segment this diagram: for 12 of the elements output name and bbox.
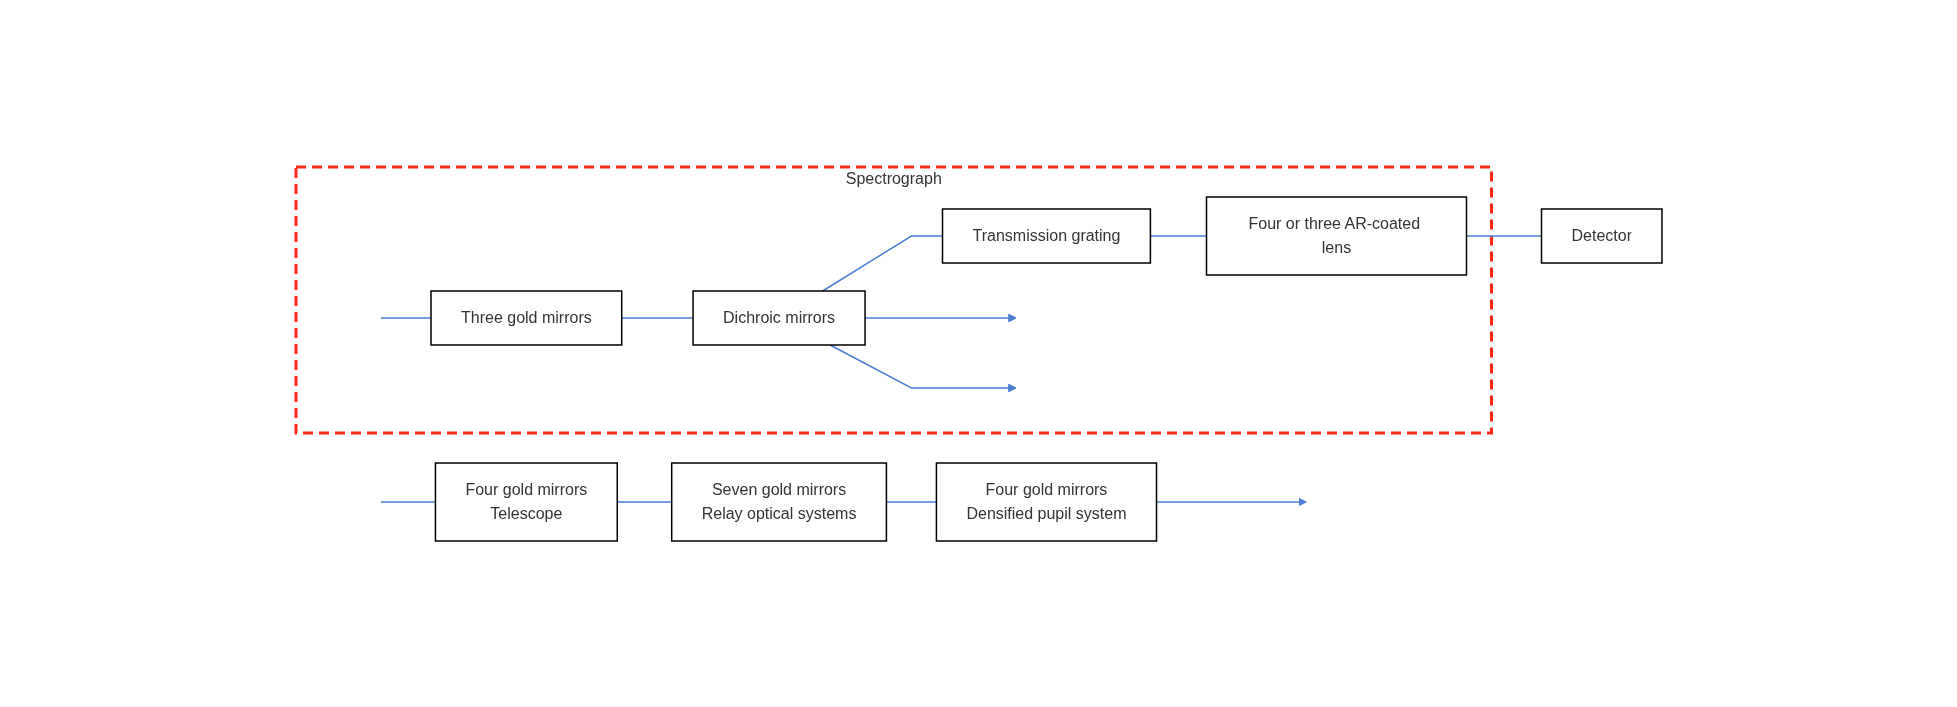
connector	[1149, 234, 1207, 237]
node-box: Four gold mirrors Telescope	[434, 461, 618, 542]
arrow	[828, 343, 1017, 392]
node-box: Dichroic mirrors	[691, 289, 866, 346]
node-box: Seven gold mirrors Relay optical systems	[670, 461, 887, 542]
node-box: Transmission grating	[941, 207, 1151, 264]
connector	[821, 234, 943, 292]
node-box: Detector	[1540, 207, 1663, 264]
node-box: Four or three AR-coated lens	[1205, 195, 1467, 276]
node-box: Three gold mirrors	[429, 289, 622, 346]
connector	[616, 500, 672, 503]
node-box: Four gold mirrors Densified pupil system	[935, 461, 1157, 542]
